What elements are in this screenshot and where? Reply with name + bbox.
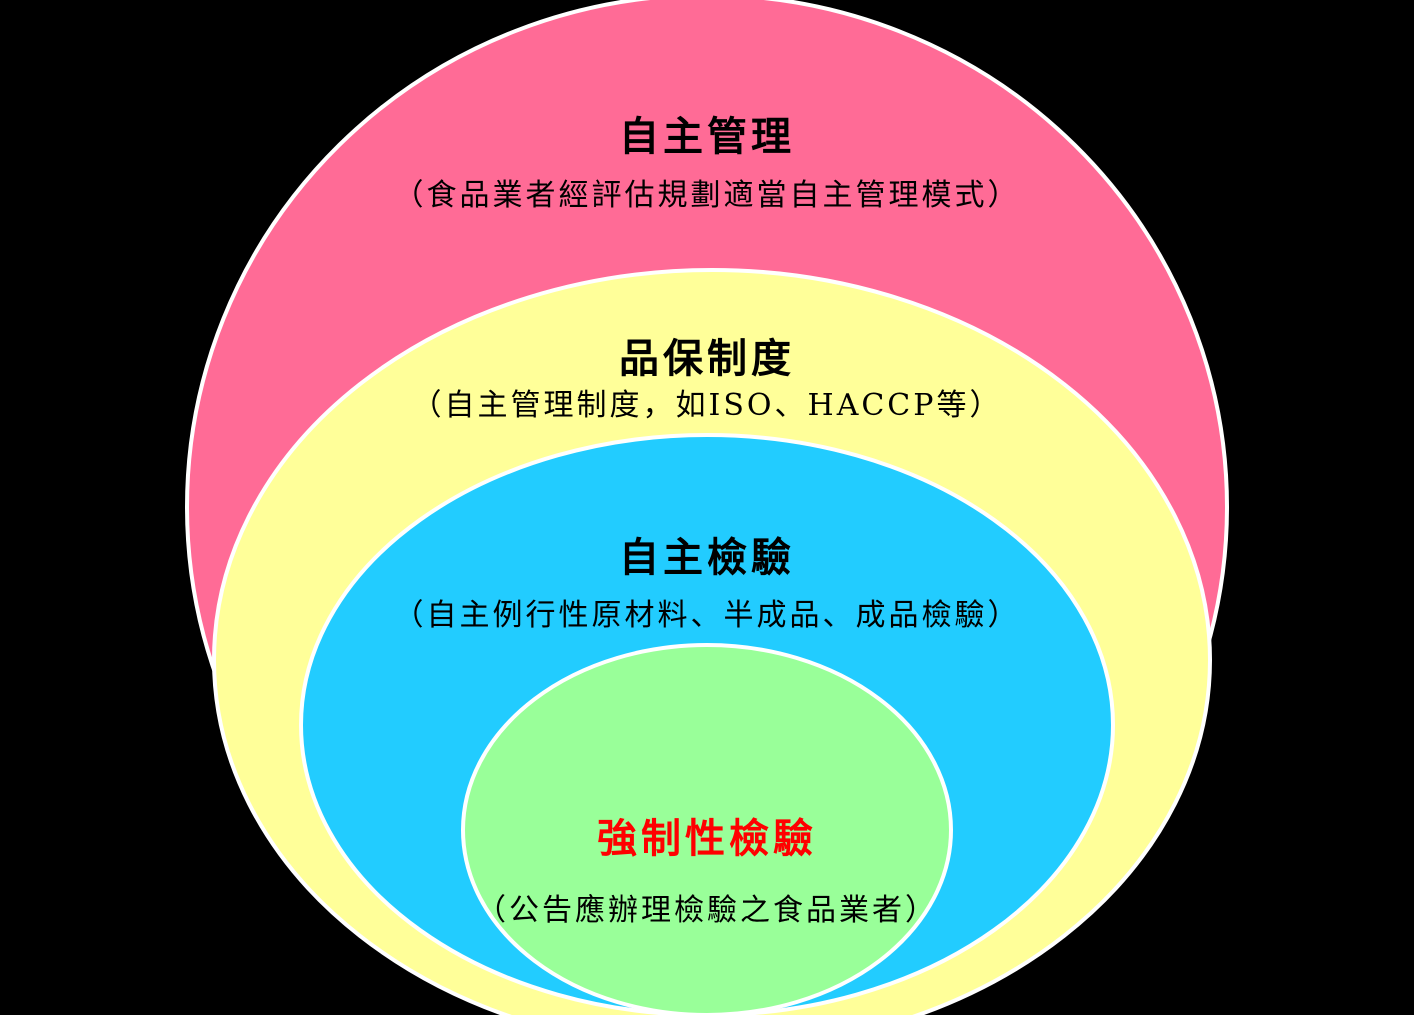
layer-4-title: 強制性檢驗 [597,815,817,862]
layer-4-subtitle: （公告應辦理檢驗之食品業者） [476,893,938,928]
layer-1-title: 自主管理 [619,113,795,160]
layer-2-subtitle: （自主管理制度，如ISO、HACCP等） [411,388,1003,423]
layer-2-title: 品保制度 [619,335,795,382]
inner-circle-mandatory-inspection [461,643,953,1015]
layer-3-subtitle: （自主例行性原材料、半成品、成品檢驗） [393,598,1021,633]
layer-3-title: 自主檢驗 [619,534,795,581]
layer-1-subtitle: （食品業者經評估規劃適當自主管理模式） [393,178,1021,213]
